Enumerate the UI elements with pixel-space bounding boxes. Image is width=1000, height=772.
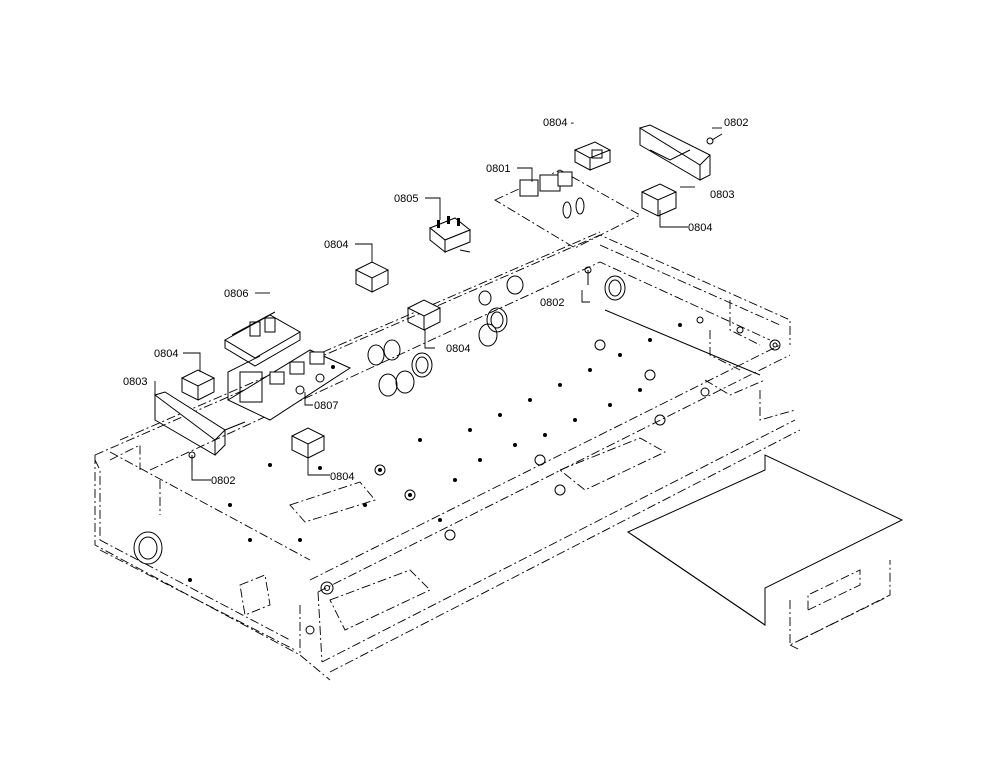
leader-lines xyxy=(154,127,722,481)
screw-0802-center xyxy=(584,266,592,285)
screw-0802-top-right xyxy=(706,133,723,145)
relay-0804-right xyxy=(640,183,678,217)
relay-0804-top xyxy=(573,141,612,171)
label-0804-right: 0804 xyxy=(688,222,712,234)
label-0803-top-right: 0803 xyxy=(710,189,734,201)
label-0806: 0806 xyxy=(224,288,248,300)
label-0804-left: 0804 xyxy=(154,348,178,360)
relay-0804-mid xyxy=(406,299,442,331)
chassis-pan xyxy=(94,231,801,681)
label-0803-left: 0803 xyxy=(123,376,147,388)
floor-holes xyxy=(188,316,744,582)
screw-0802-left xyxy=(188,451,196,470)
part-0805-terminal-block xyxy=(429,216,471,254)
part-labels: 0801 0802 0802 0802 0803 0803 0804 - 080… xyxy=(123,117,748,487)
label-0802-center: 0802 xyxy=(540,297,564,309)
label-0804-upper-mid: 0804 xyxy=(324,239,348,251)
relay-0804-upper-mid xyxy=(354,261,390,293)
relay-0804-left xyxy=(180,369,216,401)
label-0802-top-right: 0802 xyxy=(724,117,748,129)
part-0807-power-board xyxy=(226,349,352,421)
part-0806-board-bracket xyxy=(224,311,302,367)
label-0805: 0805 xyxy=(394,193,418,205)
label-0804-top: 0804 - xyxy=(543,117,575,129)
part-0801-control-board xyxy=(494,169,641,249)
label-0804-mid: 0804 xyxy=(446,343,470,355)
grommet-rings xyxy=(367,275,524,397)
relay-0804-lower xyxy=(290,427,326,459)
part-0803-board-right xyxy=(638,124,711,181)
side-cover-panel xyxy=(626,454,904,651)
label-0801: 0801 xyxy=(486,163,510,175)
label-0807: 0807 xyxy=(314,400,338,412)
label-0804-lower: 0804 xyxy=(330,471,354,483)
part-0803-board-left xyxy=(153,391,246,456)
label-0802-left: 0802 xyxy=(211,475,235,487)
